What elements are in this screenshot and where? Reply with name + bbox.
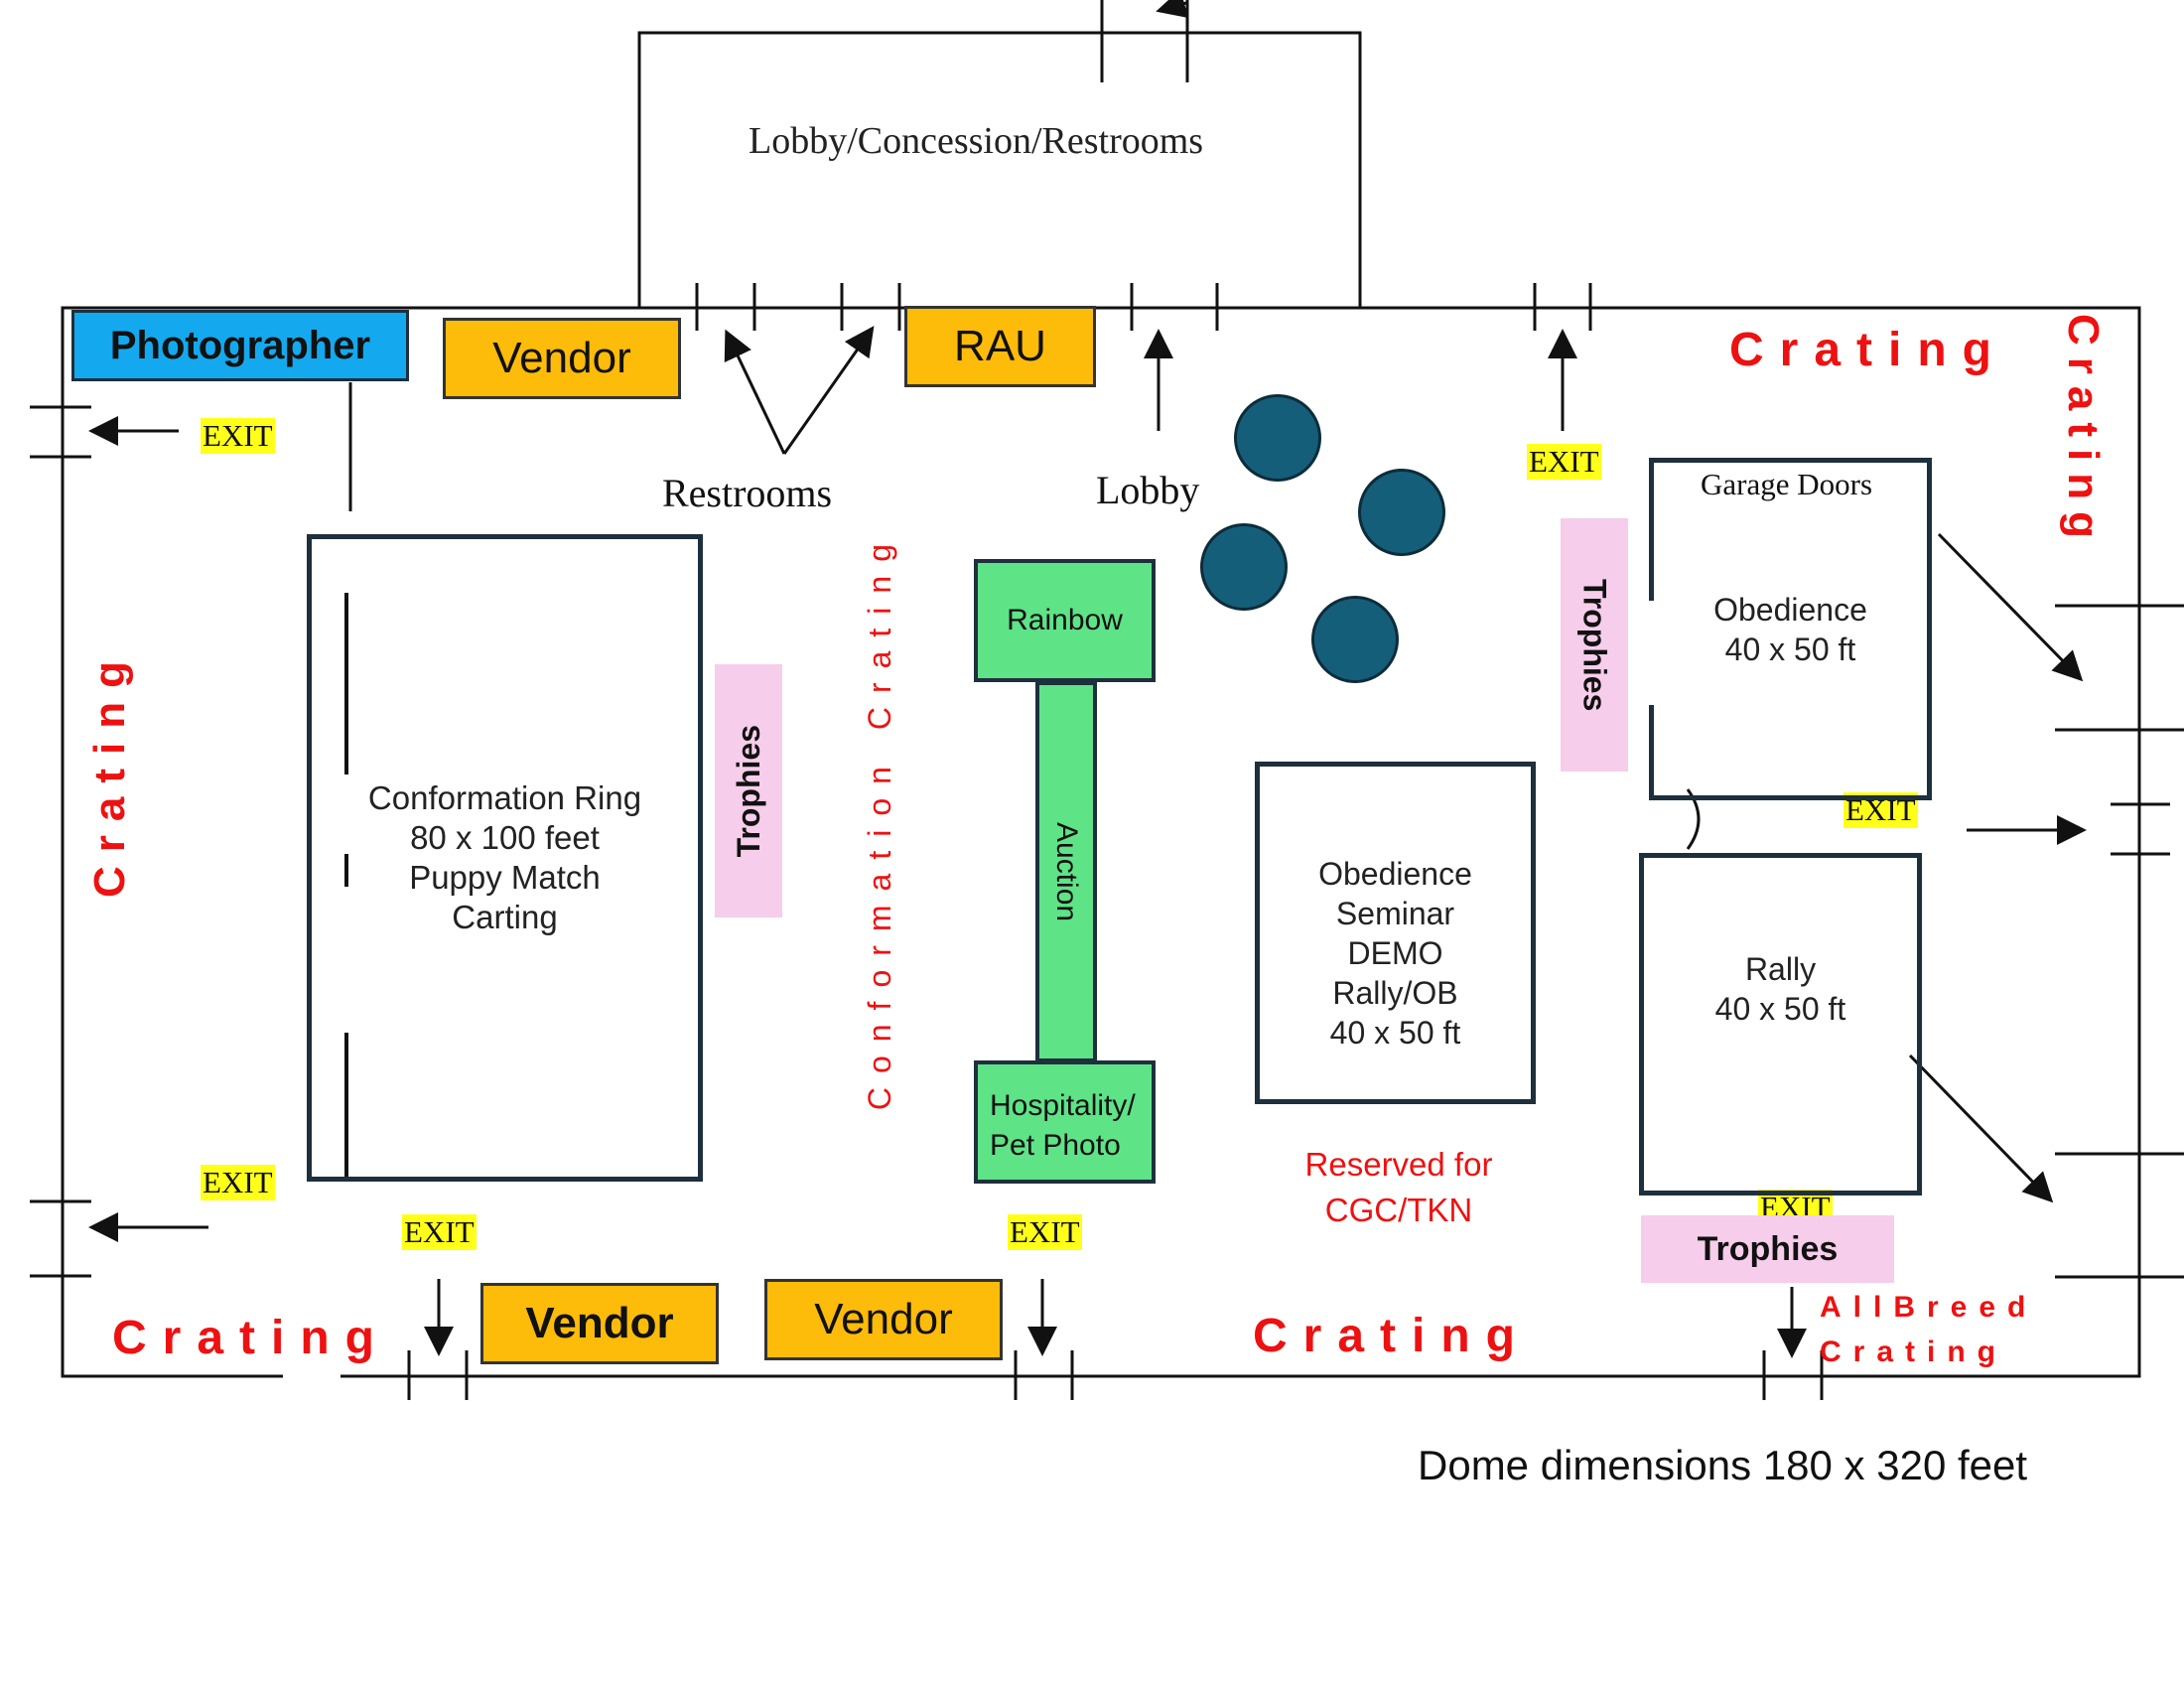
rally-ring: Rally 40 x 50 ft bbox=[1639, 853, 1922, 1196]
vendor-top: Vendor bbox=[443, 318, 681, 399]
conformation-ring-line3: Puppy Match bbox=[409, 859, 601, 896]
seminar-line4: Rally/OB bbox=[1332, 974, 1458, 1011]
trophies-center: Trophies bbox=[1561, 518, 1628, 772]
conformation-ring: Conformation Ring 80 x 100 feet Puppy Ma… bbox=[307, 534, 703, 1182]
rally-line1: Rally bbox=[1744, 951, 1817, 987]
obedience-line2: 40 x 50 ft bbox=[1724, 631, 1856, 667]
table-circle bbox=[1311, 596, 1399, 683]
rau-booth: RAU bbox=[904, 306, 1096, 387]
crating-bottom-center: Crating bbox=[1253, 1310, 1531, 1362]
table-circle bbox=[1200, 523, 1288, 611]
restrooms-label: Restrooms bbox=[662, 471, 833, 515]
vendor-bottom-right-label: Vendor bbox=[814, 1295, 953, 1343]
rau-label: RAU bbox=[954, 322, 1046, 370]
exit-top-right: EXIT bbox=[1527, 444, 1601, 480]
table-circle bbox=[1358, 469, 1445, 556]
dome-dimensions: Dome dimensions 180 x 320 feet bbox=[1418, 1442, 2028, 1488]
vendor-top-label: Vendor bbox=[492, 334, 631, 382]
trophies-rally-label: Trophies bbox=[1697, 1229, 1839, 1268]
garage-doors-label: Garage Doors bbox=[1701, 467, 1873, 502]
photographer-booth: Photographer bbox=[71, 310, 409, 381]
crating-left-vertical: Crating bbox=[85, 647, 134, 898]
obedience-gate-gap bbox=[1648, 601, 1655, 705]
crating-top-right: Crating bbox=[1729, 324, 2007, 376]
seminar-line1: Obedience bbox=[1318, 855, 1472, 892]
reserved-line2: CGC/TKN bbox=[1324, 1192, 1473, 1228]
exit-bottom-1: EXIT bbox=[402, 1214, 477, 1250]
rainbow-area: Rainbow bbox=[974, 559, 1156, 682]
auction-area: Auction bbox=[1035, 681, 1097, 1062]
obedience-line1: Obedience bbox=[1713, 591, 1867, 628]
conformation-ring-line4: Carting bbox=[452, 899, 558, 935]
conformation-crating-label: Conformation Crating bbox=[862, 530, 897, 1111]
table-circle bbox=[1234, 394, 1321, 482]
lobby-label: Lobby/Concession/Restrooms bbox=[749, 120, 1204, 162]
conformation-ring-line2: 80 x 100 feet bbox=[410, 819, 600, 856]
photographer-label: Photographer bbox=[109, 323, 371, 367]
allbreed-crating-line1: AllBreed bbox=[1820, 1291, 2038, 1324]
trophies-rally: Trophies bbox=[1641, 1215, 1894, 1283]
rally-line2: 40 x 50 ft bbox=[1714, 991, 1846, 1027]
conformation-ring-line1: Conformation Ring bbox=[367, 779, 642, 816]
reserved-line1: Reserved for bbox=[1304, 1146, 1493, 1183]
trophies-ring-side: Trophies bbox=[715, 664, 782, 917]
rainbow-label: Rainbow bbox=[1007, 604, 1123, 636]
seminar-line5: 40 x 50 ft bbox=[1329, 1014, 1461, 1051]
exit-left-bottom: EXIT bbox=[201, 1165, 275, 1200]
trophies-center-label: Trophies bbox=[1576, 578, 1613, 712]
vendor-bottom-right: Vendor bbox=[764, 1279, 1003, 1360]
obedience-ring: Obedience 40 x 50 ft bbox=[1649, 458, 1932, 800]
reserved-note: Reserved for CGC/TKN bbox=[1255, 1142, 1543, 1233]
hospitality-area: Hospitality/ Pet Photo bbox=[974, 1060, 1156, 1184]
exit-left-top: EXIT bbox=[201, 418, 275, 454]
vendor-bottom-left: Vendor bbox=[480, 1283, 719, 1364]
obedience-seminar-area: Obedience Seminar DEMO Rally/OB 40 x 50 … bbox=[1255, 762, 1536, 1104]
vendor-bottom-left-label: Vendor bbox=[525, 1299, 674, 1347]
seminar-line3: DEMO bbox=[1347, 934, 1443, 971]
auction-label: Auction bbox=[1050, 821, 1083, 922]
lobby-arrow-label: Lobby bbox=[1096, 468, 1200, 512]
exit-bottom-2: EXIT bbox=[1008, 1214, 1082, 1250]
crating-bottom-left: Crating bbox=[112, 1312, 390, 1364]
crating-right-vertical: Crating bbox=[2059, 314, 2108, 550]
trophies-ring-side-label: Trophies bbox=[730, 724, 766, 858]
seminar-line2: Seminar bbox=[1335, 895, 1455, 931]
allbreed-crating-line2: Crating bbox=[1820, 1336, 2007, 1368]
hospitality-line2: Pet Photo bbox=[990, 1129, 1121, 1162]
hospitality-line1: Hospitality/ bbox=[990, 1089, 1136, 1122]
